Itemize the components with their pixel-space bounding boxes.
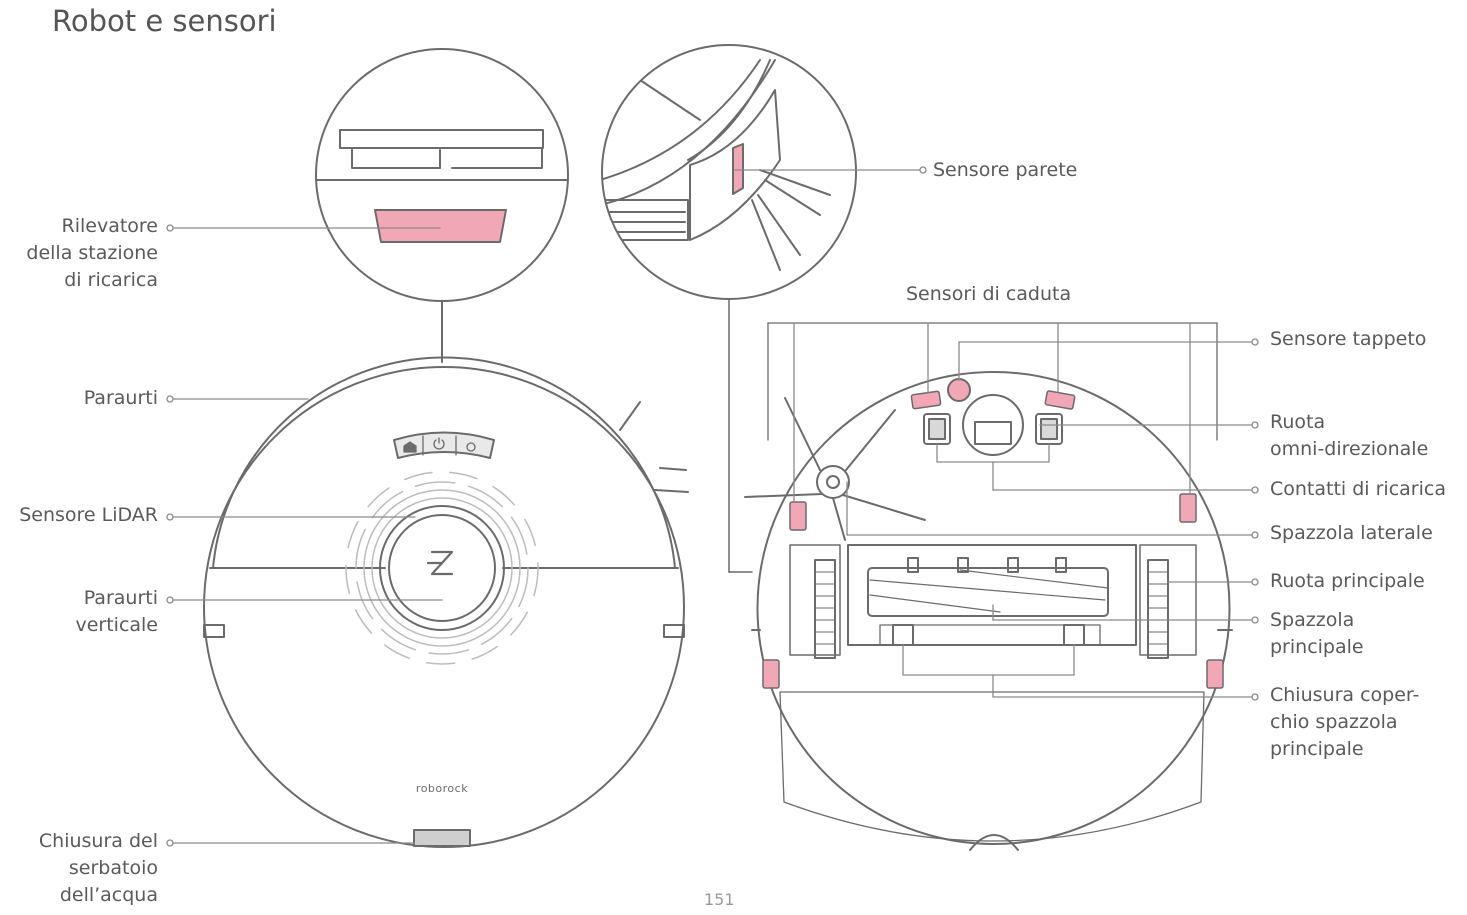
label-line: Ruota principale (1270, 570, 1425, 592)
label-line: Sensori di caduta (906, 283, 1072, 305)
zoom-wall-sensor (601, 44, 927, 573)
cliff-sensor (910, 390, 942, 410)
station-detector-window (374, 209, 507, 243)
cliff-sensor (1044, 390, 1076, 410)
page-number: 151 (704, 890, 735, 909)
brand-logo-icon (426, 550, 454, 576)
label-line: Spazzola laterale (1270, 522, 1433, 544)
label-charging-contacts: Contatti di ricarica (1270, 476, 1446, 503)
brush-cover-latch (1063, 624, 1085, 646)
spot-icon (466, 442, 476, 452)
leader-dot-icon (166, 395, 174, 403)
carpet-sensor (947, 378, 971, 402)
robot-bottom-view (744, 322, 1233, 851)
label-line: di ricarica (64, 269, 158, 291)
label-line: dell’acqua (59, 884, 158, 906)
label-line: Contatti di ricarica (1270, 478, 1446, 500)
label-wall-sensor: Sensore parete (933, 157, 1077, 184)
water-tank-latch (413, 829, 471, 847)
leader-dot-icon (1251, 338, 1259, 346)
label-line: omni-direzionale (1270, 438, 1429, 460)
label-omni-wheel: Ruota omni-direzionale (1270, 409, 1428, 463)
leader-dot-icon (1251, 486, 1259, 494)
label-station-detector: Rilevatore della stazione di ricarica (26, 213, 158, 294)
label-line: Sensore parete (933, 159, 1078, 181)
label-line: Chiusura del (38, 830, 158, 852)
cliff-sensor (762, 659, 780, 689)
page-title: Robot e sensori (52, 4, 277, 38)
brand-wordmark: roborock (416, 782, 468, 795)
label-line: principale (1270, 636, 1364, 658)
label-line: della stazione (26, 242, 158, 264)
cliff-sensor (1206, 659, 1224, 689)
label-line: verticale (75, 614, 158, 636)
leader-dot-icon (166, 839, 174, 847)
power-icon (433, 437, 445, 450)
label-line: chio spazzola (1270, 711, 1398, 733)
leader-dot-icon (1251, 531, 1259, 539)
label-side-brush: Spazzola laterale (1270, 520, 1433, 547)
label-line: Sensore LiDAR (19, 504, 158, 526)
label-line: Sensore tappeto (1270, 328, 1427, 350)
robot-top-view (203, 356, 689, 848)
label-cliff-sensors: Sensori di caduta (906, 281, 1071, 308)
label-line: Spazzola (1270, 609, 1355, 631)
leader-dot-icon (1251, 616, 1259, 624)
leader-dot-icon (1251, 578, 1259, 586)
label-line: principale (1270, 738, 1364, 760)
label-main-brush: Spazzola principale (1270, 607, 1364, 661)
label-line: Chiusura coper- (1270, 684, 1420, 706)
brush-cover-latch (892, 624, 914, 646)
leader-dot-icon (1251, 693, 1259, 701)
leader-dot-icon (166, 596, 174, 604)
wall-sensor-window (732, 143, 744, 195)
main-brush (847, 544, 1137, 646)
label-vertical-bumper: Paraurti verticale (75, 585, 158, 639)
cliff-sensor (1179, 493, 1197, 523)
label-line: Rilevatore (61, 215, 159, 237)
leader-dot-icon (1251, 421, 1259, 429)
main-wheel-right (1139, 544, 1197, 659)
side-brush (744, 397, 926, 541)
dock-icon (403, 441, 417, 453)
label-lidar: Sensore LiDAR (19, 502, 158, 529)
label-water-tank-latch: Chiusura del serbatoio dell’acqua (39, 828, 158, 909)
main-wheel-left (789, 544, 841, 659)
leader-dot-icon (166, 513, 174, 521)
label-line: Paraurti (83, 587, 158, 609)
label-line: Ruota (1270, 411, 1326, 433)
label-line: Paraurti (83, 387, 158, 409)
label-bumper: Paraurti (84, 385, 158, 412)
label-line: serbatoio (68, 857, 158, 879)
label-carpet-sensor: Sensore tappeto (1270, 326, 1426, 353)
label-main-brush-cover-latch: Chiusura coper- chio spazzola principale (1270, 682, 1419, 763)
cliff-sensor (789, 501, 807, 531)
leader-lines (166, 224, 1259, 847)
label-main-wheel: Ruota principale (1270, 568, 1425, 595)
leader-dot-icon (166, 224, 174, 232)
zoom-station-detector (315, 48, 569, 363)
